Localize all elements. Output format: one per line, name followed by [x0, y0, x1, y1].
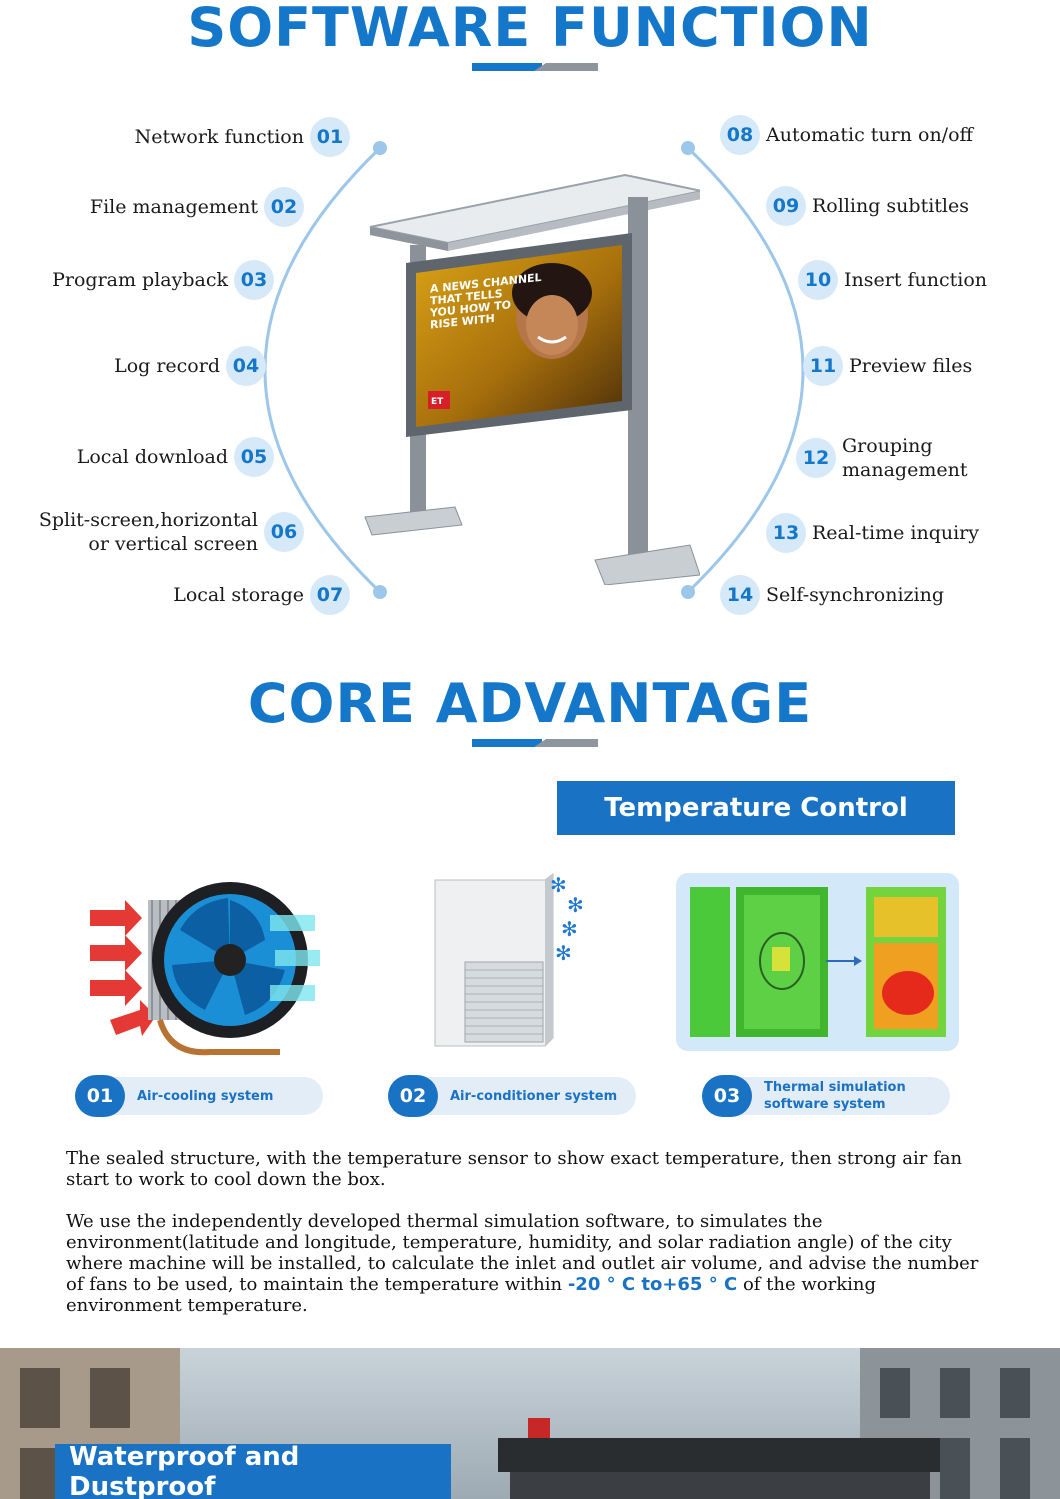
- feature-number: 09: [766, 186, 806, 226]
- feature-label: Preview files: [849, 355, 973, 377]
- feature-item: Local storage 07: [173, 575, 350, 615]
- feature-item: Log record 04: [114, 346, 266, 386]
- feature-label: Rolling subtitles: [812, 195, 969, 217]
- temperature-item-number: 01: [75, 1075, 125, 1117]
- feature-number: 03: [234, 260, 274, 300]
- svg-text:✻: ✻: [555, 941, 572, 965]
- feature-label: Automatic turn on/off: [766, 124, 974, 146]
- svg-text:✻: ✻: [550, 873, 567, 897]
- temperature-control-banner: Temperature Control: [557, 781, 955, 835]
- software-title-underline: [472, 63, 598, 71]
- feature-item: Network function 01: [135, 117, 350, 157]
- feature-label: Self-synchronizing: [766, 584, 945, 606]
- feature-item: 12 Grouping management: [796, 434, 967, 482]
- feature-label: Split-screen,horizontal or vertical scre…: [38, 509, 258, 555]
- feature-item: 10 Insert function: [798, 260, 987, 300]
- feature-label: Real-time inquiry: [812, 522, 979, 544]
- feature-label: Grouping management: [842, 435, 968, 481]
- feature-number: 05: [234, 437, 274, 477]
- feature-label: Log record: [114, 355, 220, 377]
- feature-label: Insert function: [844, 269, 988, 291]
- feature-label: File management: [89, 196, 258, 218]
- svg-text:ET: ET: [431, 397, 444, 407]
- feature-item: 09 Rolling subtitles: [766, 186, 969, 226]
- feature-number: 12: [796, 438, 836, 478]
- feature-item: Program playback 03: [52, 260, 274, 300]
- feature-item: 14 Self-synchronizing: [720, 575, 944, 615]
- feature-number: 13: [766, 513, 806, 553]
- temperature-item-number: 02: [388, 1075, 438, 1117]
- feature-number: 07: [310, 575, 350, 615]
- outdoor-kiosk-image: A NEWS CHANNEL THAT TELLS YOU HOW TO RIS…: [360, 165, 703, 586]
- temperature-range: -20 ° C to+65 ° C: [567, 1274, 738, 1295]
- feature-number: 04: [226, 346, 266, 386]
- temperature-item-pill: 01 Air-cooling system: [75, 1075, 323, 1117]
- feature-number: 11: [803, 346, 843, 386]
- temperature-paragraph-2: We use the independently developed therm…: [66, 1211, 996, 1316]
- paragraph-text: We use the independently developed therm…: [66, 1211, 979, 1295]
- paragraph-text: of the working environment temperature.: [66, 1274, 876, 1316]
- feature-number: 08: [720, 115, 760, 155]
- feature-item: 08 Automatic turn on/off: [720, 115, 973, 155]
- air-conditioner-image: ✻✻ ✻✻: [425, 870, 605, 1060]
- temperature-item-pill: 02 Air-conditioner system: [388, 1075, 636, 1117]
- feature-number: 06: [264, 512, 304, 552]
- feature-number: 02: [264, 187, 304, 227]
- waterproof-banner: Waterproof and Dustproof: [55, 1442, 451, 1499]
- temperature-item-label: Thermal simulation software system: [764, 1080, 906, 1112]
- thermal-simulation-image: [676, 873, 959, 1051]
- temperature-item-label: Air-conditioner system: [450, 1088, 618, 1104]
- feature-number: 01: [310, 117, 350, 157]
- svg-text:✻: ✻: [561, 917, 578, 941]
- core-title-underline: [472, 739, 598, 747]
- feature-item: Split-screen,horizontal or vertical scre…: [39, 508, 304, 556]
- temperature-item-number: 03: [702, 1075, 752, 1117]
- svg-text:✻: ✻: [567, 893, 584, 917]
- air-cooling-image: [80, 870, 320, 1060]
- waterproof-section: Waterproof and Dustproof: [0, 1348, 1060, 1499]
- temperature-paragraph-1: The sealed structure, with the temperatu…: [66, 1148, 963, 1190]
- feature-label: Program playback: [52, 269, 228, 291]
- temperature-item-pill: 03 Thermal simulation software system: [702, 1075, 950, 1117]
- feature-label: Network function: [134, 126, 304, 148]
- feature-item: 13 Real-time inquiry: [766, 513, 979, 553]
- feature-number: 14: [720, 575, 760, 615]
- feature-item: File management 02: [90, 187, 304, 227]
- core-advantage-title: CORE ADVANTAGE: [247, 672, 813, 735]
- feature-label: Local download: [76, 446, 228, 468]
- software-function-title: SOFTWARE FUNCTION: [187, 0, 873, 59]
- temperature-item-label: Air-cooling system: [137, 1088, 274, 1104]
- feature-item: 11 Preview files: [803, 346, 972, 386]
- feature-label: Local storage: [173, 584, 304, 606]
- feature-item: Local download 05: [77, 437, 274, 477]
- feature-number: 10: [798, 260, 838, 300]
